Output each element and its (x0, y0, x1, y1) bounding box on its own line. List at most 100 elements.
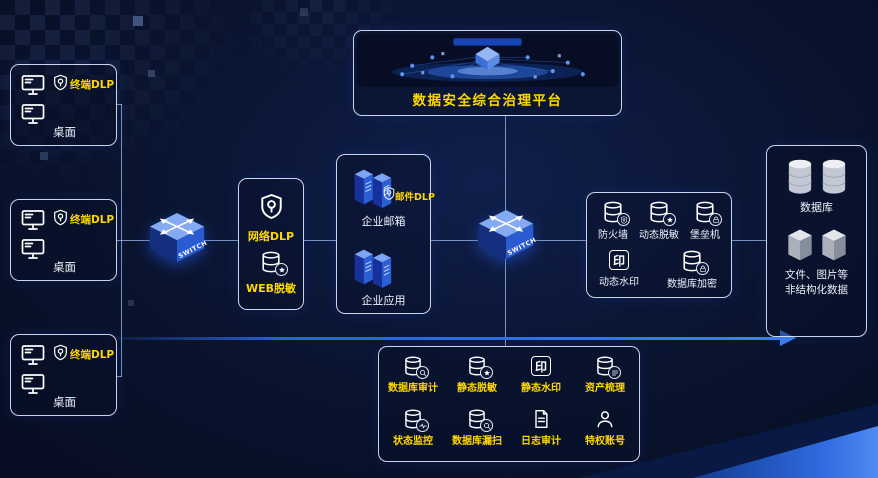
protection-item-bastion: 堡垒机 (682, 201, 728, 241)
connector (431, 240, 478, 241)
monitor-icon (20, 237, 46, 261)
governance-item-label: 资产梳理 (585, 383, 625, 394)
terminal-box-3: 终端DLP 桌面 (10, 334, 117, 416)
privileged-account-icon (595, 409, 615, 429)
connector (116, 240, 122, 241)
switch-2-icon: SWITCH (477, 208, 538, 261)
connector-switch-governance (505, 258, 506, 346)
connector (732, 240, 766, 241)
protection-row-1: 防火墙 动态脱敏 堡垒机 (590, 201, 728, 241)
monitor-icon (20, 208, 46, 232)
shield-icon (52, 208, 69, 227)
star-badge-icon (480, 366, 493, 379)
status-monitor-icon (403, 409, 429, 432)
database-label: 数据库 (800, 201, 833, 214)
governance-item-status-monitor: 状态监控 (382, 409, 445, 447)
protection-item-label: 动态水印 (599, 277, 639, 288)
governance-item-label: 数据库审计 (388, 383, 438, 394)
firewall-icon (602, 201, 630, 226)
monitor-icon (20, 372, 46, 396)
magnifier-badge-icon (416, 366, 429, 379)
database-masking-icon (260, 251, 288, 276)
governance-item-label: 日志审计 (521, 436, 561, 447)
monitor-icon (20, 343, 46, 367)
decor-square (128, 300, 134, 306)
enterprise-apps-label: 企业应用 (361, 294, 406, 307)
watermark-stamp-icon: 印 (531, 356, 551, 376)
governance-item-privileged-account: 特权账号 (574, 409, 637, 447)
asset-sorting-icon (595, 356, 621, 379)
unstructured-data-line2: 非结构化数据 (785, 284, 848, 297)
governance-item-label: 静态水印 (521, 383, 561, 394)
connector (202, 240, 238, 241)
connector (121, 240, 155, 241)
pulse-badge-icon (416, 419, 429, 432)
database-audit-icon (403, 356, 429, 379)
protection-item-dynamic-watermark: 印 动态水印 (596, 250, 642, 290)
governance-item-log-audit: 日志审计 (510, 409, 573, 447)
shield-icon (52, 343, 69, 362)
platform-graphic (357, 34, 618, 87)
governance-item-static-watermark: 印 静态水印 (510, 356, 573, 394)
file-storage-cubes (785, 227, 849, 262)
desktop-label: 桌面 (53, 125, 76, 139)
shield-badge-icon (617, 213, 630, 226)
shield-icon (52, 73, 69, 92)
protection-item-label: 防火墙 (598, 230, 628, 241)
protection-item-db-encryption: 数据库加密 (662, 250, 722, 290)
database-cylinders (786, 158, 848, 194)
governance-box: 数据库审计 静态脱敏 印 静态水印 资产梳理 (378, 346, 640, 462)
network-dlp-label: 网络DLP (247, 230, 295, 243)
protection-item-label: 动态脱敏 (639, 230, 679, 241)
bastion-host-icon (694, 201, 722, 226)
connector (116, 104, 122, 105)
data-flow-arrowhead (780, 330, 796, 346)
magnifier-badge-icon (480, 419, 493, 432)
protection-row-2: 印 动态水印 数据库加密 (590, 250, 728, 290)
terminal-box-2: 终端DLP 桌面 (10, 199, 117, 281)
gateway-box: 网络DLP WEB脱敏 (238, 178, 304, 310)
terminal-dlp-label: 终端DLP (70, 214, 115, 226)
shield-icon (258, 192, 285, 221)
governance-item-label: 特权账号 (585, 436, 625, 447)
terminal-dlp-label: 终端DLP (70, 79, 115, 91)
governance-item-asset-sorting: 资产梳理 (574, 356, 637, 394)
decor-square (300, 8, 308, 16)
decor-square (133, 16, 143, 26)
list-badge-icon (608, 366, 621, 379)
governance-item-label: 静态脱敏 (457, 383, 497, 394)
platform-title: 数据安全综合治理平台 (412, 93, 563, 109)
database-cylinder-icon (786, 158, 814, 194)
terminal-dlp-label: 终端DLP (70, 349, 115, 361)
lock-badge-icon (696, 262, 709, 275)
log-document-icon (531, 409, 551, 429)
governance-item-label: 数据库漏扫 (452, 436, 502, 447)
protection-item-firewall: 防火墙 (590, 201, 636, 241)
governance-row-2: 状态监控 数据库漏扫 日志审计 特权账号 (381, 409, 637, 447)
data-flow-arrow (118, 337, 782, 340)
platform-box: 数据安全综合治理平台 (353, 30, 622, 116)
dynamic-masking-icon (648, 201, 676, 226)
connector (116, 376, 122, 377)
storage-cube-icon (819, 227, 849, 262)
unstructured-data-label: 文件、图片等 非结构化数据 (785, 268, 848, 298)
monitor-icon (20, 73, 46, 97)
protection-box: 防火墙 动态脱敏 堡垒机 印 动态水印 (586, 192, 732, 298)
connector-platform-switch (505, 116, 506, 214)
switch-1-icon: SWITCH (148, 211, 209, 264)
monitor-icon (20, 102, 46, 126)
web-masking-label: WEB脱敏 (245, 282, 297, 295)
decor-square (40, 152, 48, 160)
governance-item-label: 状态监控 (393, 436, 433, 447)
watermark-stamp-icon: 印 (609, 250, 629, 270)
static-masking-icon (467, 356, 493, 379)
connector (534, 240, 586, 241)
vulnerability-scan-icon (467, 409, 493, 432)
storage-box: 数据库 文件、图片等 非结构化数据 (766, 145, 867, 337)
unstructured-data-line1: 文件、图片等 (785, 269, 848, 281)
storage-cube-icon (785, 227, 815, 262)
governance-row-1: 数据库审计 静态脱敏 印 静态水印 资产梳理 (381, 356, 637, 394)
lock-badge-icon (709, 213, 722, 226)
desktop-label: 桌面 (53, 260, 76, 274)
